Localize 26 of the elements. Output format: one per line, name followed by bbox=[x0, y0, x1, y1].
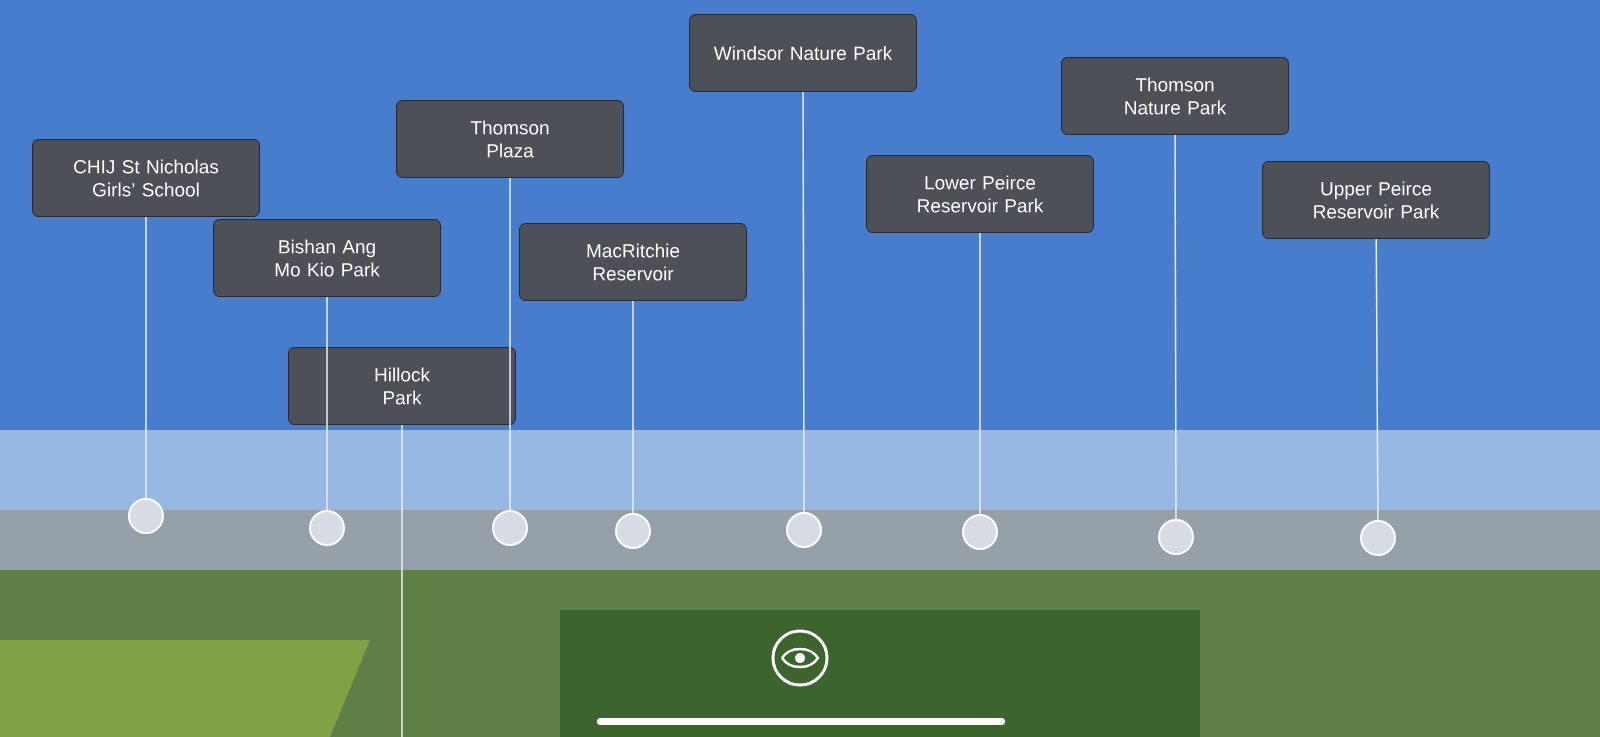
place-label: MacRitchie Reservoir bbox=[519, 223, 747, 301]
leader-line bbox=[979, 232, 981, 515]
leader-line bbox=[401, 424, 403, 737]
leader-line bbox=[509, 177, 511, 511]
place-label: Windsor Nature Park bbox=[689, 14, 917, 92]
location-marker bbox=[492, 510, 528, 546]
place-label: Thomson Plaza bbox=[396, 100, 624, 178]
location-marker bbox=[1360, 520, 1396, 556]
leader-line bbox=[1375, 238, 1379, 521]
place-label: Lower Peirce Reservoir Park bbox=[866, 155, 1094, 233]
leader-line bbox=[802, 91, 805, 513]
leader-line bbox=[145, 216, 147, 499]
location-marker bbox=[615, 513, 651, 549]
place-label: Hillock Park bbox=[288, 347, 516, 425]
location-marker bbox=[962, 514, 998, 550]
leader-line bbox=[326, 296, 328, 511]
leader-line bbox=[1174, 134, 1177, 520]
location-marker bbox=[309, 510, 345, 546]
leader-line bbox=[632, 300, 634, 514]
place-label: Bishan Ang Mo Kio Park bbox=[213, 219, 441, 297]
place-label: Upper Peirce Reservoir Park bbox=[1262, 161, 1490, 239]
place-label: CHIJ St Nicholas Girls’ School bbox=[32, 139, 260, 217]
location-marker bbox=[128, 498, 164, 534]
location-marker bbox=[786, 512, 822, 548]
place-label: Thomson Nature Park bbox=[1061, 57, 1289, 135]
location-marker bbox=[1158, 519, 1194, 555]
